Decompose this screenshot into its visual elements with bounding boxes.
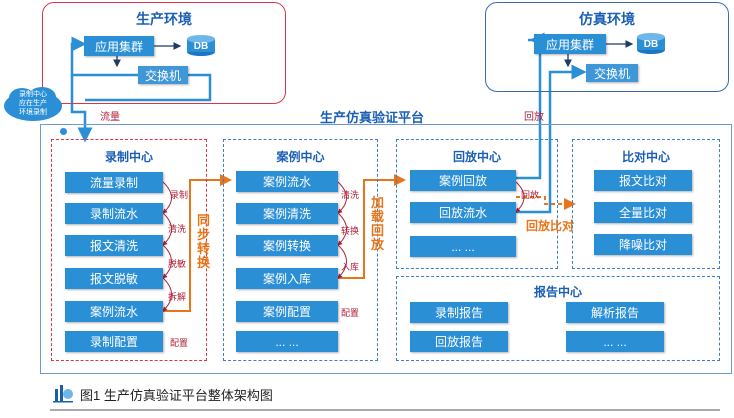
production-environment: 生产环境 (42, 2, 286, 104)
replay-center-title: 回放中心 (452, 150, 501, 164)
record-item[interactable]: 案例流水 (65, 301, 163, 322)
report-center-title: 报告中心 (533, 285, 582, 299)
case-item[interactable]: 案例清洗 (236, 203, 338, 224)
report-item[interactable]: 录制报告 (410, 302, 508, 323)
replay-item[interactable]: ... ... (410, 236, 516, 257)
report-center-panel: 报告中心 (396, 276, 720, 361)
platform-title: 生产仿真验证平台 (320, 110, 425, 125)
case-item[interactable]: 案例转换 (236, 235, 338, 256)
production-app-cluster[interactable]: 应用集群 (84, 36, 154, 56)
record-label: 录制 (170, 190, 189, 200)
chart-logo-icon (53, 385, 73, 403)
replay-center-panel: 回放中心 (396, 139, 558, 269)
case-center-title: 案例中心 (276, 150, 325, 164)
compare-item[interactable]: 全量比对 (594, 202, 692, 223)
compare-item[interactable]: 降噪比对 (594, 234, 692, 255)
figure-caption: 图1 生产仿真验证平台整体架构图 (80, 388, 273, 403)
load-replay-label: 加载回放 (371, 195, 385, 252)
replay-label: 回放 (524, 112, 544, 123)
cloud-icon (4, 87, 62, 121)
production-switch[interactable]: 交换机 (138, 66, 188, 84)
case-item[interactable]: 案例流水 (236, 171, 338, 192)
case-label: 入库 (341, 262, 360, 272)
compare-item[interactable]: 报文比对 (594, 170, 692, 191)
case-item[interactable]: 案例配置 (236, 301, 338, 322)
production-db: DB (186, 34, 216, 56)
record-label: 配置 (170, 338, 189, 348)
record-label: 清洗 (168, 224, 187, 234)
replay-inner-label: 回放 (521, 190, 540, 200)
replay-item[interactable]: 回放流水 (410, 202, 516, 223)
record-center-panel: 录制中心 (51, 139, 207, 361)
simulation-db: DB (636, 32, 666, 54)
database-icon (637, 33, 665, 54)
sync-convert-label: 同步转换 (197, 213, 211, 270)
record-item[interactable]: 录制流水 (65, 203, 163, 224)
report-item[interactable]: 解析报告 (566, 302, 664, 323)
case-item[interactable]: ... ... (236, 331, 338, 352)
flow-label: 流量 (100, 112, 120, 123)
report-item[interactable]: 回放报告 (410, 331, 508, 352)
report-item[interactable]: ... ... (566, 331, 664, 352)
case-item[interactable]: 案例入库 (236, 268, 338, 289)
cloud-note: 录制中心 应在生产 环境录制 (2, 84, 64, 124)
record-center-title: 录制中心 (104, 150, 153, 164)
record-item[interactable]: 报文脱敏 (65, 268, 163, 289)
production-title: 生产环境 (136, 11, 192, 27)
simulation-switch[interactable]: 交换机 (586, 64, 638, 82)
record-label: 拆解 (168, 292, 187, 302)
replay-item[interactable]: 案例回放 (410, 170, 516, 191)
record-item[interactable]: 录制配置 (65, 331, 163, 352)
case-center-panel: 案例中心 (223, 139, 378, 361)
compare-center-title: 比对中心 (621, 150, 670, 164)
case-label: 清洗 (341, 190, 360, 200)
record-item[interactable]: 报文清洗 (65, 235, 163, 256)
simulation-environment: 仿真环境 (485, 2, 729, 92)
database-icon (187, 35, 215, 56)
case-label: 转换 (341, 226, 360, 236)
record-item[interactable]: 流量录制 (65, 172, 163, 193)
simulation-app-cluster[interactable]: 应用集群 (534, 34, 606, 54)
record-label: 脱敏 (168, 259, 187, 269)
platform-box (40, 124, 732, 374)
simulation-title: 仿真环境 (579, 11, 635, 27)
cloud-dot (60, 128, 67, 135)
case-label: 配置 (341, 308, 360, 318)
replay-compare-label: 回放比对 (526, 219, 575, 233)
compare-center-panel: 比对中心 (572, 139, 720, 269)
